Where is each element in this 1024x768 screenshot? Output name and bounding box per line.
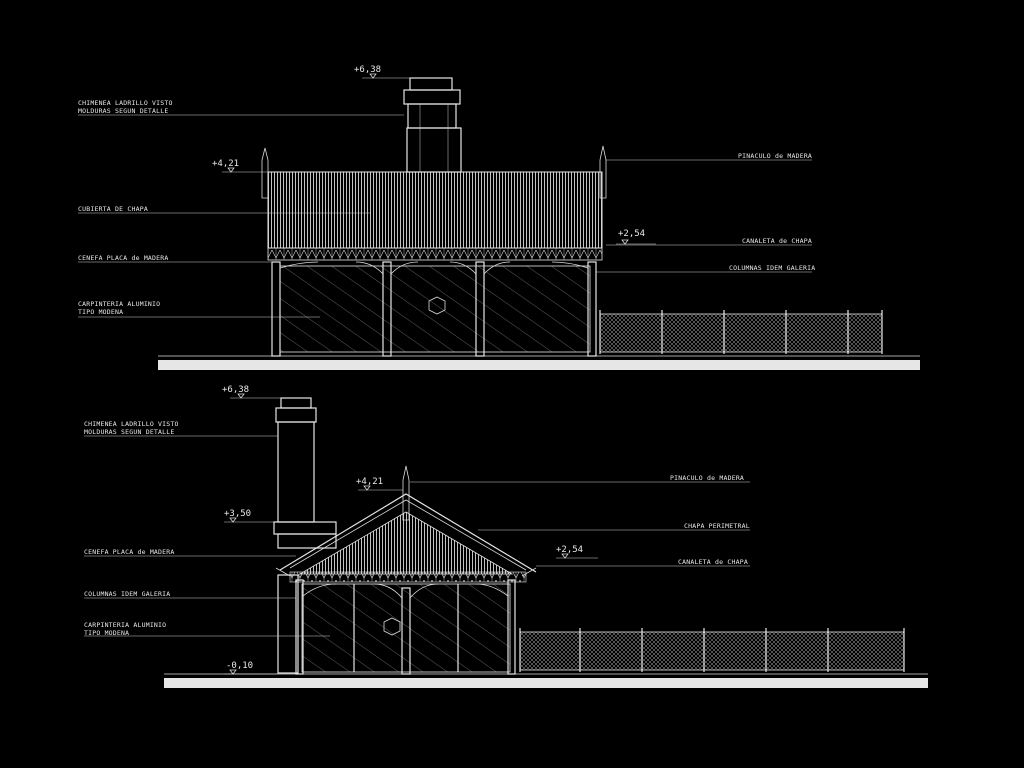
top-ground-slab (158, 360, 920, 370)
bottom-label-pinaculo: PINACULO de MADERA (670, 474, 744, 482)
top-label-pinaculo: PINACULO de MADERA (738, 152, 812, 160)
top-label-carpinteria-1: CARPINTERIA ALUMINIO (78, 300, 160, 308)
bottom-ground-slab (164, 678, 928, 688)
top-chimney (403, 77, 462, 173)
bottom-label-cenefa: CENEFA PLACA de MADERA (84, 548, 175, 556)
top-finial-right (599, 145, 607, 199)
top-label-cenefa: CENEFA PLACA de MADERA (78, 254, 169, 262)
top-label-carpinteria-2: TIPO MODENA (78, 308, 123, 316)
bottom-gable-roof (275, 493, 537, 583)
top-fascia (267, 247, 603, 261)
top-fence (599, 310, 883, 354)
bottom-label-canaleta: CANALETA de CHAPA (678, 558, 748, 566)
bottom-level-chimney: +6,38 (222, 385, 249, 395)
bottom-label-carpinteria-1: CARPINTERIA ALUMINIO (84, 621, 166, 629)
top-level-chimney: +6,38 (354, 65, 381, 75)
top-elevation: CHIMENEA LADRILLO VISTO MOLDURAS SEGUN D… (78, 65, 920, 370)
top-glazing (279, 265, 591, 353)
top-finial-left (261, 147, 269, 199)
top-label-canaleta: CANALETA de CHAPA (742, 237, 812, 245)
bottom-level-gutter: +2,54 (556, 545, 583, 555)
bottom-logo-hexagon (383, 617, 401, 636)
top-level-gutter: +2,54 (618, 229, 645, 239)
top-label-chimenea-2: MOLDURAS SEGUN DETALLE (78, 107, 169, 115)
top-roof-sheeting (267, 171, 603, 249)
top-logo-hexagon (428, 296, 446, 315)
bottom-label-chapa: CHAPA PERIMETRAL (684, 522, 750, 530)
top-level-ridge: +4,21 (212, 159, 239, 169)
top-label-chimenea-1: CHIMENEA LADRILLO VISTO (78, 99, 173, 107)
bottom-level-floor: -0,10 (226, 661, 253, 671)
top-label-columnas: COLUMNAS IDEM GALERIA (729, 264, 815, 272)
bottom-label-chimenea-2: MOLDURAS SEGUN DETALLE (84, 428, 175, 436)
bottom-finial (402, 465, 410, 521)
bottom-level-ridge: +4,21 (356, 477, 383, 487)
bottom-fence (519, 628, 905, 672)
bottom-level-eave: +3,50 (224, 509, 251, 519)
bottom-label-chimenea-1: CHIMENEA LADRILLO VISTO (84, 420, 179, 428)
bottom-label-columnas: COLUMNAS IDEM GALERIA (84, 590, 170, 598)
bottom-elevation: CHIMENEA LADRILLO VISTO MOLDURAS SEGUN D… (84, 385, 928, 688)
top-label-cubierta: CUBIERTA DE CHAPA (78, 205, 148, 213)
bottom-label-carpinteria-2: TIPO MODENA (84, 629, 129, 637)
bottom-glazing (301, 583, 511, 673)
